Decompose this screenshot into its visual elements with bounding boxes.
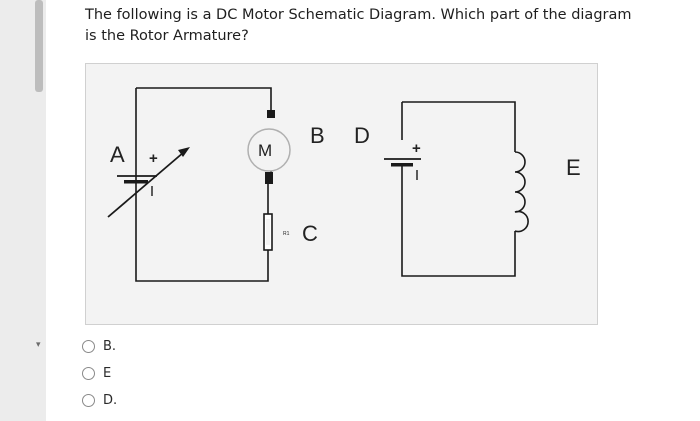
resistor-r1 bbox=[263, 213, 273, 251]
option-d[interactable]: D. bbox=[82, 389, 202, 411]
question-text: The following is a DC Motor Schematic Di… bbox=[85, 7, 632, 44]
left-rail: ▾ bbox=[0, 0, 46, 421]
radio-option-e[interactable] bbox=[82, 366, 95, 380]
wire-left-loop bbox=[135, 88, 269, 282]
label-motor: M bbox=[258, 141, 272, 160]
wire-top-left bbox=[136, 87, 272, 110]
inductor-coil bbox=[514, 151, 529, 233]
motor-m bbox=[247, 110, 291, 184]
schematic-svg: A + M B D + R1 C E bbox=[107, 87, 581, 282]
scrollbar-thumb[interactable] bbox=[35, 0, 43, 92]
variable-arrow-icon bbox=[178, 147, 190, 157]
label-plus-left: + bbox=[149, 150, 158, 167]
label-a: A bbox=[110, 142, 125, 167]
radio-option-d[interactable] bbox=[82, 393, 95, 407]
option-e-label: E bbox=[103, 365, 112, 381]
label-resistor: R1 bbox=[283, 231, 290, 237]
label-plus-right: + bbox=[412, 140, 421, 157]
option-b-label: B. bbox=[103, 338, 117, 354]
radio-option-b[interactable] bbox=[82, 339, 95, 353]
wire-right-loop bbox=[401, 166, 516, 277]
dc-motor-schematic: A + M B D + R1 C E bbox=[85, 63, 598, 325]
rail-marker-icon: ▾ bbox=[36, 340, 41, 350]
battery-d bbox=[384, 158, 421, 180]
wire-top-right bbox=[402, 101, 516, 152]
label-e: E bbox=[566, 155, 581, 180]
option-b[interactable]: B. bbox=[82, 335, 202, 357]
label-c: C bbox=[302, 221, 318, 246]
label-d: D bbox=[354, 123, 370, 148]
option-d-label: D. bbox=[103, 392, 118, 408]
option-e[interactable]: E bbox=[82, 362, 202, 384]
battery-a bbox=[107, 147, 190, 218]
label-b: B bbox=[310, 123, 325, 148]
